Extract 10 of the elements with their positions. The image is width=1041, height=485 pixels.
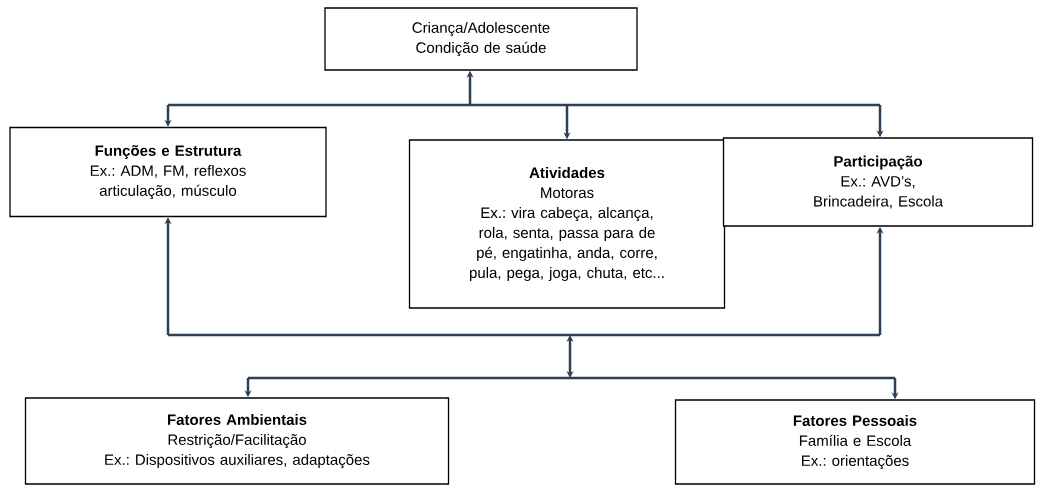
text-box: Criança/Adolescente Condição de saúde [324, 7, 638, 71]
connector-line [248, 376, 895, 380]
connector-line [168, 333, 880, 337]
text-box: Fatores Pessoais Família e Escola Ex.: orientações [674, 399, 1036, 485]
text-box: Atividades Motoras Ex.: vira cabeça, alcança, rola, senta, passa para de pé, engatinha, anda, corre, pula, pega, joga, chuta, etc... [408, 139, 726, 309]
text-box: Participação Ex.: AVD’s, Brincadeira, Escola [722, 137, 1034, 227]
connector-line [168, 103, 880, 107]
text-box: Funções e Estrutura Ex.: ADM, FM, reflexos articulação, músculo [9, 126, 327, 218]
text-box: Fatores Ambientais Restrição/Facilitação Ex.: Dispositivos auxiliares, adaptações [24, 397, 450, 485]
connector-arrow [566, 335, 574, 378]
